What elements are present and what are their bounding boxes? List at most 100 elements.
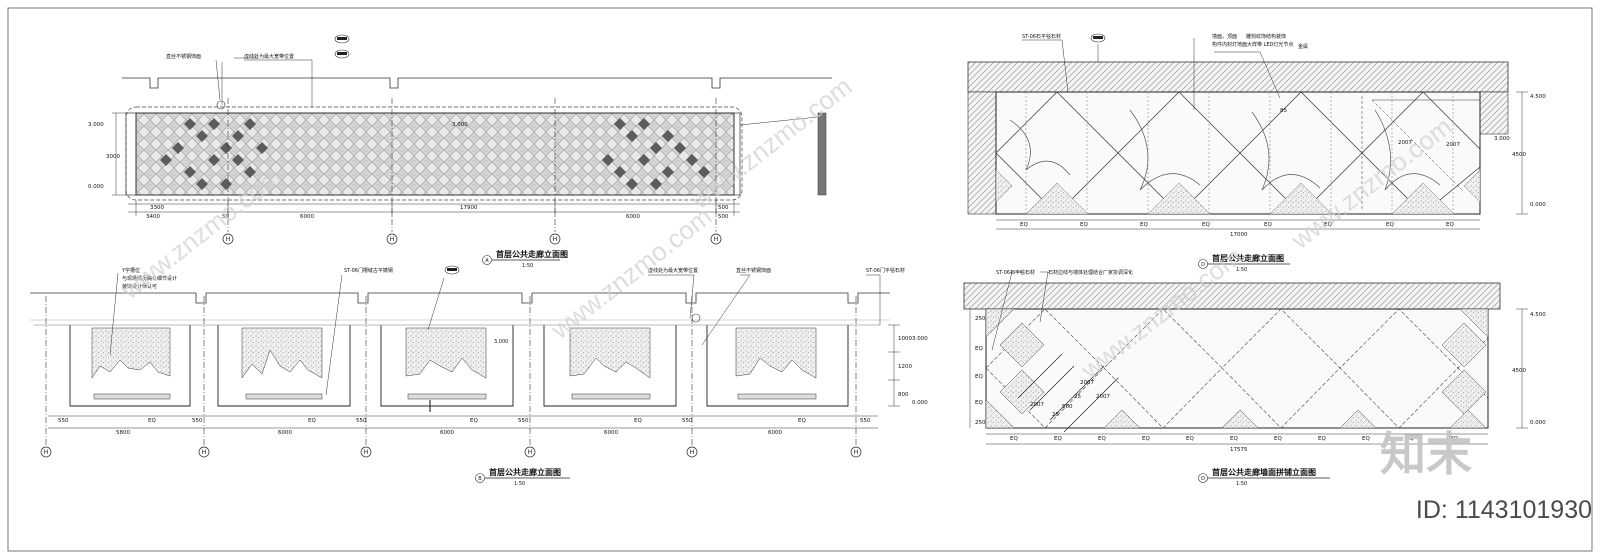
dim-d-diag-2: 2007 <box>1080 380 1094 386</box>
dim-a-top-3: 500 <box>718 205 729 211</box>
axis-label-a-4: H <box>714 236 719 243</box>
note-a-2: 虚线处为最大宽带位置 <box>244 53 294 60</box>
dim-d-7: EQ <box>1274 436 1282 442</box>
title-a-scale: 1:50 <box>522 263 533 269</box>
dim-b-row-2: EQ <box>148 418 156 424</box>
dim-b-main-5: 6000 <box>768 430 782 436</box>
watermark-id: ID: 1143101930 <box>1416 496 1592 524</box>
axis-bubbles-b <box>40 446 862 458</box>
dim-c-diag-2: 2007 <box>1446 142 1460 148</box>
drawing-b: 550 EQ 550 EQ 550 EQ 550 EQ 550 EQ 550 5… <box>30 265 928 487</box>
dim-d-side-5: 250 <box>975 420 986 426</box>
dim-d-side-1: 250 <box>975 316 986 322</box>
dim-b-row-4: EQ <box>308 418 316 424</box>
axis-label-b-4: H <box>528 449 533 456</box>
dim-a-bot-3: 6000 <box>300 214 314 220</box>
lattice-d <box>985 308 1489 429</box>
note-b-1: Y字槽位 <box>121 267 140 274</box>
dim-a-top-1: 3300 <box>150 205 164 211</box>
lattice-c <box>995 91 1481 215</box>
title-d: D 首层公共走廊墙面拼铺立面图 1:50 <box>1198 467 1330 487</box>
dim-c-5: EQ <box>1264 222 1272 228</box>
dim-d-5: EQ <box>1186 436 1194 442</box>
note-c-2: 墙面，顶面 <box>1212 33 1237 40</box>
dim-c-diag-1: 2007 <box>1398 140 1412 146</box>
dim-d-side-2: EQ <box>975 346 983 352</box>
title-b-marker: B <box>478 476 482 482</box>
title-b: B 首层公共走廊立面图 1:50 <box>475 467 570 487</box>
note-b-7: ST-06门平毯石材 <box>866 267 905 274</box>
title-d-scale: 1:50 <box>1236 481 1247 487</box>
axis-label-b-2: H <box>202 449 207 456</box>
dim-d-6: EQ <box>1230 436 1238 442</box>
note-b-5: 虚线处为最大宽带位置 <box>648 267 698 274</box>
dim-d-diag-1: 2007 <box>1030 402 1044 408</box>
note-b-6: 直丝不锈钢饰面 <box>736 267 771 274</box>
niches-b <box>91 327 817 400</box>
dim-b-side-2: 1200 <box>898 364 912 370</box>
axis-label-b-1: H <box>44 449 49 456</box>
section-tags-a <box>334 34 350 59</box>
dim-b-main-2: 6000 <box>278 430 292 436</box>
dim-d-side-3: EQ <box>975 374 983 380</box>
dim-b-row-9: 550 <box>682 418 693 424</box>
note-a-1: 直丝不锈钢饰面 <box>166 53 201 60</box>
pattern-dark-cluster-left <box>160 118 268 190</box>
dim-c-4: EQ <box>1202 222 1210 228</box>
dim-d-4: EQ <box>1142 436 1150 442</box>
level-c-top: 4.500 <box>1530 94 1546 100</box>
dim-b-row-10: EQ <box>798 418 806 424</box>
axis-label-b-5: H <box>690 449 695 456</box>
sheet-frame <box>7 7 1593 552</box>
dim-c-8: EQ <box>1446 222 1454 228</box>
dim-d-9: EQ <box>1362 436 1370 442</box>
leader-d <box>991 271 1049 351</box>
axis-label-a-2: H <box>390 236 395 243</box>
leader-a <box>215 57 313 110</box>
title-a: A 首层公共走廊立面图 1:50 <box>482 249 568 269</box>
axis-label-a-3: H <box>553 236 558 243</box>
dim-c-2: EQ <box>1080 222 1088 228</box>
dim-b-row-6: EQ <box>470 418 478 424</box>
drawing-c: EQ EQ EQ EQ EQ EQ EQ EQ 17000 4.500 3.00… <box>967 33 1546 273</box>
dim-d-11: EQ <box>1450 436 1458 442</box>
section-tag-c <box>1090 33 1106 43</box>
title-d-text: 首层公共走廊墙面拼铺立面图 <box>1212 467 1316 477</box>
dim-a-height: 3000 <box>106 154 120 160</box>
title-c: D 首层公共走廊立面图 1:50 <box>1198 253 1290 273</box>
dim-b-side-3: 800 <box>898 392 909 398</box>
title-a-marker: A <box>485 258 489 264</box>
note-c-5: 金属 <box>1298 43 1308 50</box>
dim-d-3: EQ <box>1098 436 1106 442</box>
dim-d-total: 17575 <box>1230 447 1248 453</box>
drawing-d: EQ EQ EQ EQ EQ EQ EQ EQ EQ EQ EQ 17575 4… <box>963 269 1546 487</box>
title-c-text: 首层公共走廊立面图 <box>1212 253 1284 263</box>
note-b-2: 与现场情况确认细节设计 <box>122 275 177 282</box>
title-b-text: 首层公共走廊立面图 <box>489 467 561 477</box>
dim-d-diag-4: 25 <box>1052 412 1059 418</box>
note-b-4: ST-06门槽缝古平铸钢 <box>344 267 393 274</box>
level-c-mid: 3.000 <box>1494 136 1510 142</box>
section-tag-b <box>444 265 460 275</box>
dim-a-top-2: 17900 <box>460 205 478 211</box>
dim-c-diag-3: 85 <box>1280 108 1287 114</box>
stone-tiles-d <box>985 308 1489 429</box>
level-b-mid: 3.000 <box>494 339 508 345</box>
note-c-1: ST-06石平毯石材 <box>1022 33 1061 40</box>
axis-label-b-6: H <box>854 449 859 456</box>
level-b-top: 3.000 <box>912 336 928 342</box>
wall-panels-b <box>34 324 880 407</box>
dim-d-10: EQ <box>1406 436 1414 442</box>
level-d-top: 4.500 <box>1530 312 1546 318</box>
dim-d-height: 4500 <box>1512 368 1526 374</box>
note-c-3: 雕刻纹饰结构装饰 <box>1246 33 1286 40</box>
title-a-text: 首层公共走廊立面图 <box>496 249 568 259</box>
axis-label-a-1: H <box>226 236 231 243</box>
dim-d-diag-5: 500 <box>1062 404 1073 410</box>
dim-b-row-11: 550 <box>860 418 871 424</box>
pattern-dark-cluster-right <box>602 118 710 190</box>
level-d-bottom: 0.000 <box>1530 420 1546 426</box>
title-b-scale: 1:50 <box>514 481 525 487</box>
dim-b-row-7: 550 <box>518 418 529 424</box>
